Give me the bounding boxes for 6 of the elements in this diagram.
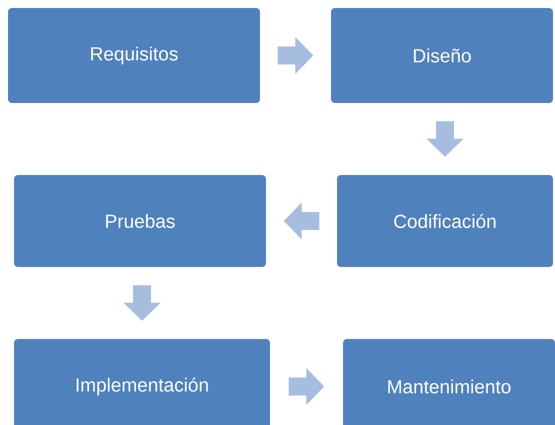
- process-box: Implementación: [14, 339, 270, 425]
- process-box: Pruebas: [14, 175, 266, 267]
- process-box: Codificación: [337, 175, 553, 267]
- process-box: Requisitos: [8, 8, 260, 103]
- process-box: Mantenimiento: [343, 339, 555, 425]
- process-box: Diseño: [331, 8, 553, 103]
